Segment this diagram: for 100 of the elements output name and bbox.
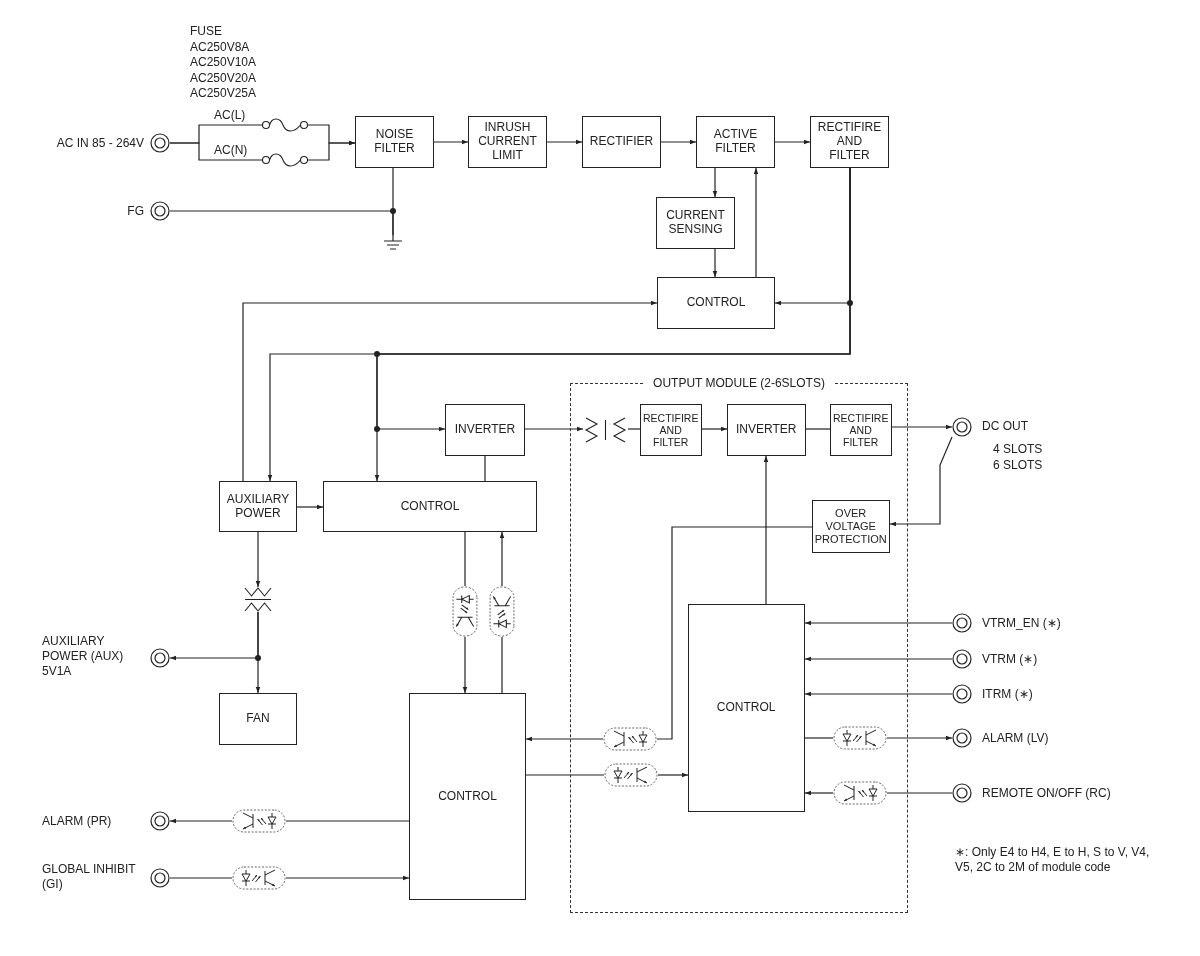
connector-line: [525, 774, 605, 776]
box-label: ACTIVE FILTER: [712, 128, 759, 156]
process-box: [219, 481, 297, 532]
process-box: [657, 277, 775, 329]
box-label: CONTROL: [400, 499, 460, 514]
box-label: CONTROL: [686, 296, 746, 310]
process-box: [810, 116, 889, 168]
box-label: NOISE FILTER: [373, 128, 416, 156]
arrow: [712, 167, 718, 198]
arrow: [525, 736, 604, 742]
terminal-icon: [952, 417, 972, 437]
process-box: [656, 197, 735, 249]
arrow: [255, 531, 261, 588]
process-box: [811, 499, 890, 553]
terminal-label: AUXILIARY POWER (AUX) 5V1A: [42, 634, 125, 679]
arrow: [886, 735, 953, 741]
box-label: CONTROL: [438, 789, 497, 804]
optocoupler-symbol: [232, 809, 286, 833]
terminal-label: GLOBAL INHIBIT (GI): [42, 862, 137, 892]
connector-line: [656, 526, 813, 740]
box-label: RECTIFIRE AND FILTER: [816, 121, 883, 163]
box-label: INRUSH CURRENT LIMIT: [477, 121, 538, 163]
terminal-icon: [150, 648, 170, 668]
optocoupler-symbol: [489, 586, 515, 637]
process-box: [445, 404, 525, 456]
arrow: [891, 424, 953, 430]
connector-line: [169, 142, 263, 161]
arrow: [267, 167, 851, 482]
arrow: [804, 656, 953, 662]
process-box: [323, 481, 537, 532]
terminal-icon: [150, 868, 170, 888]
terminal-icon: [150, 201, 170, 221]
box-label: INVERTER: [735, 422, 797, 437]
process-box: [582, 116, 661, 168]
ground-symbol: [383, 235, 403, 251]
spec-label: 6 SLOTS: [993, 458, 1044, 473]
spec-label: AC250V20A: [190, 70, 258, 86]
arrow: [307, 140, 356, 161]
terminal-label: AC(L): [214, 108, 247, 123]
connector-line: [484, 455, 486, 482]
optocoupler-symbol: [452, 586, 478, 637]
arrow: [804, 620, 953, 626]
transformer-symbol: [243, 587, 273, 612]
arrow: [499, 531, 505, 587]
box-label: CURRENT SENSING: [665, 209, 726, 237]
optocoupler-symbol: [832, 725, 887, 750]
arrow: [660, 139, 697, 145]
terminal-label: ALARM (PR): [42, 814, 113, 829]
process-box: [355, 116, 434, 168]
connector-line: [627, 428, 641, 430]
box-label: RECTIFIER: [589, 135, 654, 149]
connector-line: [169, 877, 233, 879]
arrow: [763, 455, 769, 605]
arrow: [546, 139, 583, 145]
spec-label: AC250V10A: [190, 55, 258, 70]
connector-line: [805, 428, 831, 430]
arrow: [296, 504, 324, 510]
optocoupler-symbol: [232, 866, 286, 890]
box-label: RECTIFIRE AND FILTER: [643, 411, 699, 448]
connector-line: [285, 820, 410, 822]
terminal-label: VTRM (∗): [982, 652, 1039, 667]
box-label: FAN: [246, 712, 270, 726]
process-box: [639, 403, 702, 456]
terminal-icon: [150, 811, 170, 831]
connector-line: [501, 636, 503, 694]
arrow: [712, 248, 718, 278]
spec-label: AC250V25A: [190, 86, 258, 101]
footnote: ∗: Only E4 to H4, E to H, S to V, V4, V5, 2C to 2M of module code: [955, 845, 1151, 875]
arrow: [242, 300, 658, 482]
process-box: [696, 116, 775, 168]
connector-line: [804, 737, 834, 739]
optocoupler-symbol: [603, 762, 658, 787]
terminal-icon: [952, 728, 972, 748]
terminal-label: FG: [126, 204, 144, 219]
arrow: [433, 139, 469, 145]
arrow: [462, 636, 468, 694]
connector-line: [392, 167, 394, 236]
process-box: [687, 603, 805, 812]
arrow: [524, 426, 584, 432]
box-label: CONTROL: [716, 700, 776, 715]
spec-label: AC250V8A: [190, 39, 251, 55]
arrow: [169, 818, 233, 824]
spec-label: 4 SLOTS: [993, 442, 1044, 457]
terminal-icon: [150, 133, 170, 153]
terminal-label: AC IN 85 - 264V: [55, 136, 144, 151]
terminal-label: AC(N): [214, 143, 249, 158]
arrow: [701, 426, 728, 432]
fuse-symbol: [262, 152, 308, 168]
spec-label: FUSE: [190, 24, 223, 39]
box-label: INVERTER: [454, 423, 516, 437]
arrow: [657, 772, 689, 778]
arrow: [255, 611, 261, 694]
arrow: [285, 875, 410, 881]
terminal-icon: [952, 684, 972, 704]
process-box: [468, 116, 547, 168]
optocoupler-symbol: [602, 726, 657, 751]
fuse-symbol: [262, 117, 308, 133]
process-box: [219, 693, 297, 745]
terminal-label: ALARM (LV): [982, 731, 1050, 746]
terminal-icon: [952, 783, 972, 803]
